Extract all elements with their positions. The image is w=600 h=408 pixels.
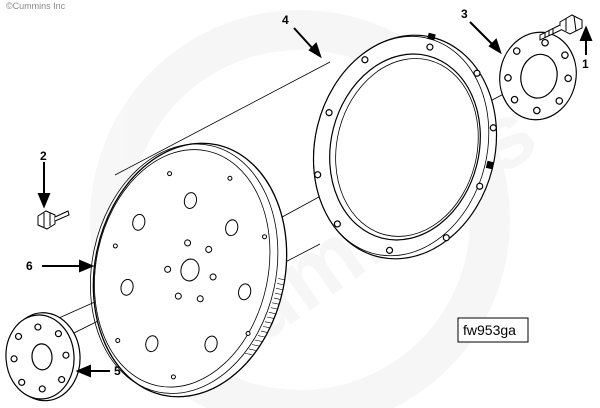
mounting-cap-screw: [37, 210, 70, 230]
callout-3: 3: [461, 7, 468, 21]
copyright-notice: ©Cummins Inc: [6, 1, 66, 11]
flywheel: [90, 142, 288, 398]
callout-5: 5: [114, 364, 121, 378]
figure-id-label: fw953ga: [457, 317, 529, 343]
callout-2: 2: [40, 149, 47, 163]
callout-4: 4: [282, 13, 289, 27]
adapter-plate: [312, 32, 498, 260]
figure-id-text: fw953ga: [463, 322, 516, 338]
callout-1: 1: [582, 57, 589, 71]
pilot-spacer: [5, 312, 81, 402]
callout-6: 6: [26, 259, 33, 273]
clamping-plate: [499, 31, 577, 121]
callout-arrows: [37, 21, 593, 378]
cap-screw: [539, 14, 583, 41]
